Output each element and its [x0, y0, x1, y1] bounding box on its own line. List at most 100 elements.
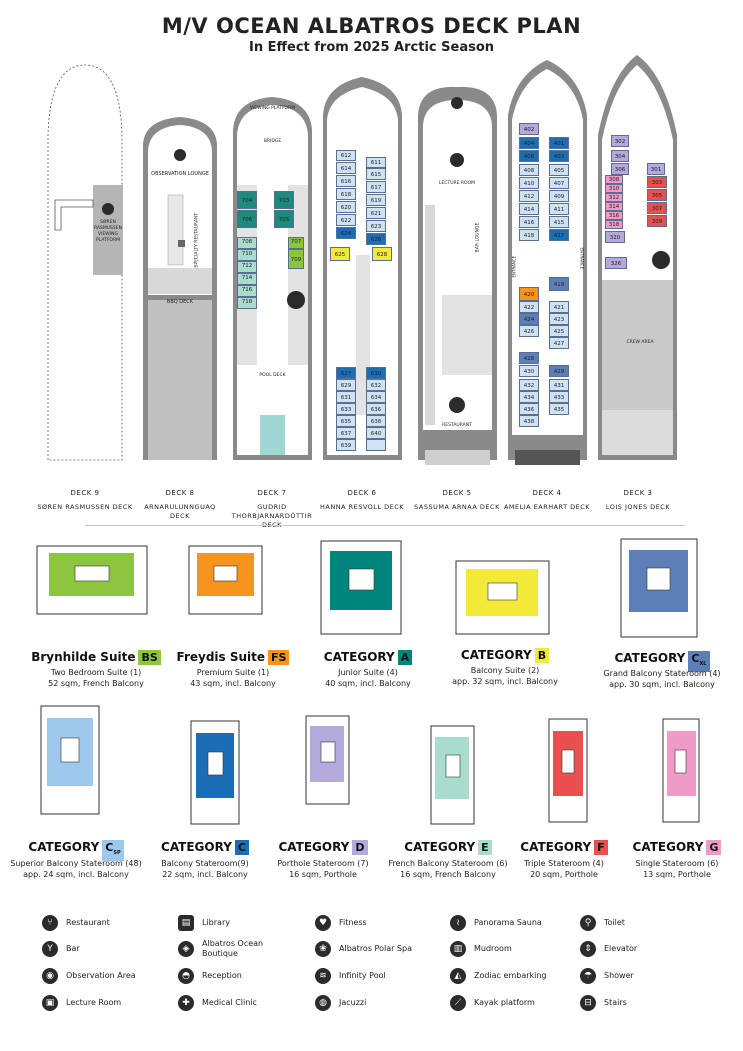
cabin[interactable]: 640	[366, 427, 386, 439]
cabin[interactable]: 625	[330, 247, 350, 261]
cabin[interactable]: 617	[366, 181, 386, 193]
cabin[interactable]: 308	[605, 175, 623, 184]
cabin[interactable]: 708	[237, 237, 257, 249]
cabin[interactable]: 422	[519, 301, 539, 313]
deck9-platform-label: SØREN RASMUSSEN VIEWING PLATFORM	[94, 220, 122, 243]
cabin[interactable]: 704	[237, 191, 257, 209]
cabin[interactable]: 303	[647, 176, 667, 188]
cabin[interactable]: 718	[237, 297, 257, 309]
cabin[interactable]: 302	[611, 135, 629, 147]
cabin[interactable]: 407	[549, 177, 569, 189]
cabin[interactable]: 618	[336, 188, 356, 200]
cabin[interactable]: 427	[549, 337, 569, 349]
cabin[interactable]: 636	[366, 403, 386, 415]
cabin[interactable]: 615	[366, 168, 386, 180]
cabin[interactable]: 408	[519, 164, 539, 176]
cabin[interactable]: 434	[519, 391, 539, 403]
cabin[interactable]: 438	[519, 415, 539, 427]
cabin[interactable]: 714	[237, 273, 257, 285]
cabin[interactable]: 705	[274, 210, 294, 228]
cabin[interactable]: 419	[549, 277, 569, 291]
cabin[interactable]: 706	[237, 210, 257, 228]
cabin[interactable]: 304	[611, 150, 629, 162]
cabin[interactable]: 435	[549, 403, 569, 415]
cabin[interactable]: 410	[519, 177, 539, 189]
cabin[interactable]: 611	[366, 157, 386, 168]
cabin[interactable]: 432	[519, 379, 539, 391]
cabin[interactable]: 424	[519, 313, 539, 325]
cabin[interactable]: 405	[549, 164, 569, 176]
cabin[interactable]: 612	[336, 150, 356, 161]
cabin[interactable]: 301	[647, 163, 665, 175]
cabin[interactable]: 320	[605, 231, 625, 243]
cabin[interactable]: 423	[549, 313, 569, 325]
cabin[interactable]: 433	[549, 391, 569, 403]
cabin[interactable]: 306	[611, 163, 629, 175]
cabin[interactable]: 635	[336, 415, 356, 427]
cabin[interactable]: 616	[336, 175, 356, 187]
cabin[interactable]: 707	[288, 237, 304, 249]
cabin[interactable]: 430	[519, 365, 539, 377]
cabin[interactable]: 418	[519, 229, 539, 241]
deck7-viewing-label: VIEWING PLATFORM	[249, 106, 296, 111]
cabin[interactable]: 622	[336, 214, 356, 226]
cabin[interactable]: 716	[237, 285, 257, 297]
cabin[interactable]: 401	[549, 137, 569, 149]
cabin[interactable]: 416	[519, 216, 539, 228]
cabin[interactable]: 631	[336, 391, 356, 403]
cabin[interactable]: 428	[519, 352, 539, 364]
cabin[interactable]: 420	[519, 287, 539, 301]
legend-label: Medical Clinic	[202, 998, 257, 1007]
cabin[interactable]: 309	[647, 215, 667, 227]
cabin[interactable]: 627	[336, 367, 356, 379]
cabin[interactable]: 624	[336, 227, 356, 239]
cabin[interactable]: 626	[366, 233, 386, 245]
cabin[interactable]: 411	[549, 203, 569, 215]
cabin[interactable]: 621	[366, 207, 386, 219]
legend-label: Mudroom	[474, 944, 512, 953]
cabin[interactable]: 421	[549, 301, 569, 313]
cabin[interactable]: 310	[605, 184, 623, 193]
cabin[interactable]: 404	[519, 137, 539, 149]
cabin[interactable]: 409	[549, 190, 569, 202]
cabin[interactable]: 633	[336, 403, 356, 415]
cabin[interactable]: 305	[647, 189, 667, 201]
cabin[interactable]: 623	[366, 220, 386, 232]
cabin[interactable]: 314	[605, 202, 623, 211]
cabin[interactable]: 712	[237, 261, 257, 273]
cabin[interactable]: 402	[519, 123, 539, 135]
cabin[interactable]: 630	[366, 367, 386, 379]
cabin[interactable]: 639	[336, 439, 356, 451]
cabin[interactable]: 415	[549, 216, 569, 228]
shower-icon: ☂	[580, 968, 596, 984]
cabin[interactable]: 436	[519, 403, 539, 415]
cabin[interactable]: 638	[366, 415, 386, 427]
cabin[interactable]: 403	[549, 150, 569, 162]
cabin[interactable]: 628	[372, 247, 392, 261]
cabin[interactable]: 326	[605, 257, 627, 269]
cabin[interactable]: 318	[605, 220, 623, 229]
cabin[interactable]: 637	[336, 427, 356, 439]
cabin[interactable]: 307	[647, 202, 667, 214]
cabin[interactable]: 312	[605, 193, 623, 202]
cabin[interactable]	[366, 439, 386, 451]
cabin[interactable]: 316	[605, 211, 623, 220]
cabin[interactable]: 703	[274, 191, 294, 209]
cabin[interactable]: 629	[336, 379, 356, 391]
cabin[interactable]: 619	[366, 194, 386, 206]
cabin[interactable]: 426	[519, 325, 539, 337]
cabin[interactable]: 709	[288, 249, 304, 269]
cabin[interactable]: 425	[549, 325, 569, 337]
cabin[interactable]: 414	[519, 203, 539, 215]
cabin[interactable]: 429	[549, 365, 569, 377]
cabin[interactable]: 710	[237, 249, 257, 261]
cabin[interactable]: 614	[336, 162, 356, 174]
cabin[interactable]: 406	[519, 150, 539, 162]
cabin[interactable]: 634	[366, 391, 386, 403]
cabin[interactable]: 417	[549, 229, 569, 241]
cabin[interactable]: 431	[549, 379, 569, 391]
cabin[interactable]: 412	[519, 190, 539, 202]
cabin[interactable]: 632	[366, 379, 386, 391]
cabin[interactable]: 620	[336, 201, 356, 213]
